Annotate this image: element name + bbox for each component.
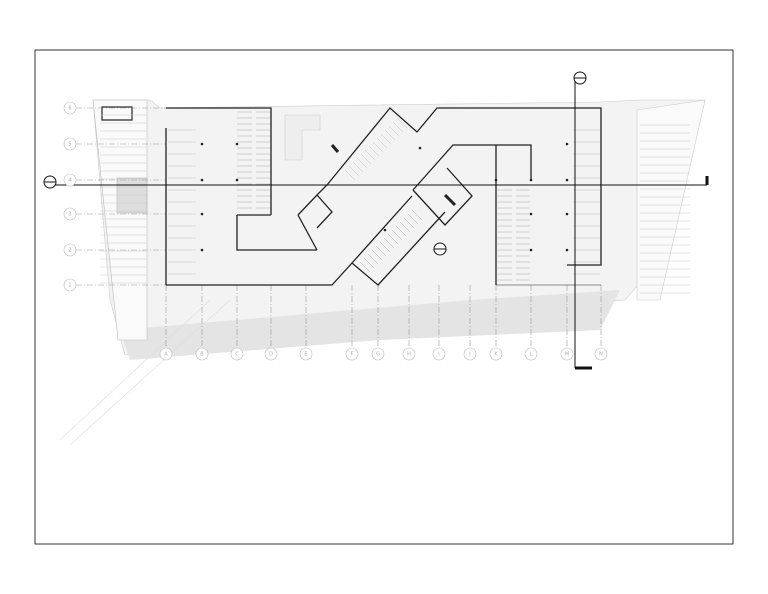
- grid-row-label: 5: [68, 142, 71, 148]
- grid-row-label: 2: [68, 248, 71, 254]
- column: [565, 178, 569, 182]
- grid-bubble-icon: 6: [63, 101, 77, 115]
- section-marker-icon[interactable]: [573, 71, 587, 85]
- grid-bubble-icon: H: [402, 347, 416, 361]
- column: [200, 212, 204, 216]
- grid-bubble-icon: F: [345, 347, 359, 361]
- grid-column-labels: A B C D E F G H I J K L M N: [159, 347, 608, 361]
- column: [235, 178, 239, 182]
- grid-column-label: D: [269, 352, 273, 358]
- grid-bubble-icon: N: [594, 347, 608, 361]
- grid-column-label: K: [494, 352, 498, 358]
- column: [565, 248, 569, 252]
- grid-bubble-icon: A: [159, 347, 173, 361]
- structural-grid: [76, 107, 602, 347]
- elevation-marker-icon[interactable]: [433, 242, 447, 256]
- grid-bubble-icon: 3: [63, 207, 77, 221]
- grid-column-label: N: [599, 352, 603, 358]
- grid-row-label: 6: [68, 106, 71, 112]
- grid-bubble-icon: G: [371, 347, 385, 361]
- section-marker-icon[interactable]: [43, 175, 57, 189]
- grid-column-label: G: [376, 352, 380, 358]
- column: [200, 248, 204, 252]
- column: [200, 142, 204, 146]
- grid-column-label: I: [438, 352, 439, 358]
- grid-bubble-icon: M: [560, 347, 574, 361]
- grid-bubble-icon: L: [524, 347, 538, 361]
- column: [565, 142, 569, 146]
- grid-bubble-icon: E: [299, 347, 313, 361]
- grid-column-label: M: [565, 352, 569, 358]
- parking-stalls: [100, 111, 690, 294]
- grid-column-label: F: [351, 352, 354, 358]
- grid-column-label: A: [164, 352, 168, 358]
- column: [383, 228, 387, 232]
- grid-column-label: C: [235, 352, 239, 358]
- grid-column-label: J: [468, 352, 470, 358]
- site-context: [59, 99, 706, 446]
- grid-column-label: E: [304, 352, 307, 358]
- grid-row-label: 1: [68, 283, 71, 289]
- grid-column-label: H: [407, 352, 411, 358]
- grid-bubble-icon: 4: [63, 173, 77, 187]
- column: [235, 142, 239, 146]
- column: [418, 146, 422, 150]
- column: [529, 248, 533, 252]
- grid-bubble-icon: 5: [63, 137, 77, 151]
- grid-row-labels: 6 5 4 3 2 1: [63, 101, 77, 292]
- grid-bubble-icon: 1: [63, 278, 77, 292]
- grid-bubble-icon: 2: [63, 243, 77, 257]
- building-walls: [165, 107, 602, 286]
- grid-column-label: L: [530, 352, 533, 358]
- grid-row-label: 4: [68, 178, 71, 184]
- grid-bubble-icon: B: [195, 347, 209, 361]
- column: [200, 178, 204, 182]
- grid-bubble-icon: I: [432, 347, 446, 361]
- grid-bubble-icon: C: [230, 347, 244, 361]
- section-cut-line: [45, 78, 709, 370]
- grid-bubble-icon: J: [463, 347, 477, 361]
- grid-bubble-icon: D: [264, 347, 278, 361]
- column: [529, 212, 533, 216]
- grid-row-label: 3: [68, 212, 71, 218]
- grid-bubble-icon: K: [489, 347, 503, 361]
- grid-column-label: B: [200, 352, 204, 358]
- column: [565, 212, 569, 216]
- sheet-frame: [34, 49, 734, 545]
